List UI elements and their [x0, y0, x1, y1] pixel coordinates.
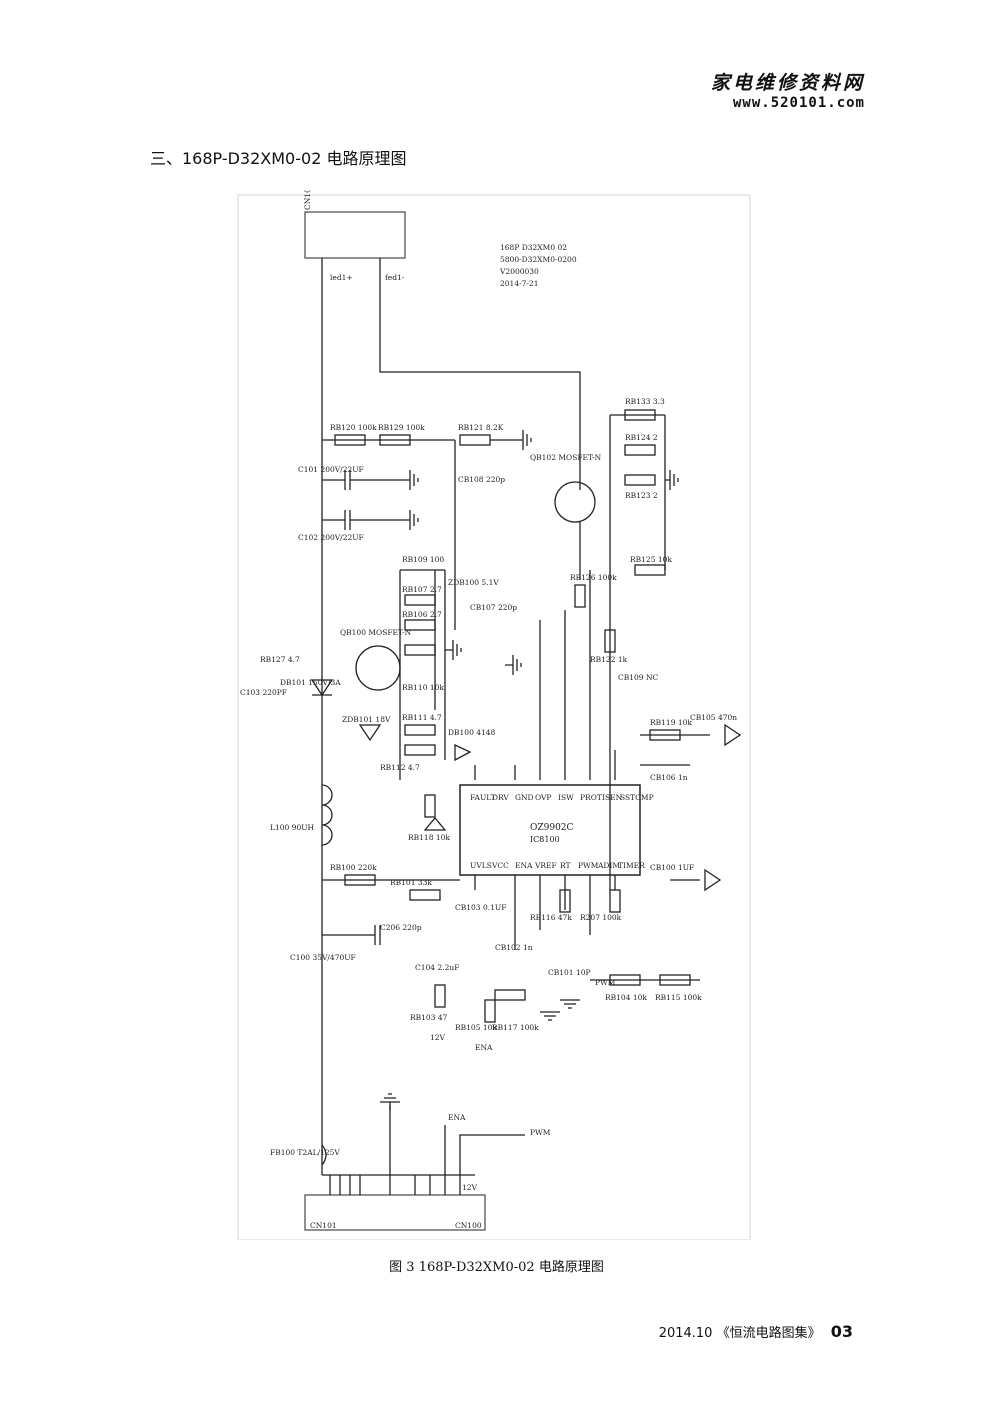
label-pwm-input: PWM: [595, 978, 616, 987]
ic-pin-vcc: VCC: [491, 861, 509, 870]
label-rb125: RB125 10k: [630, 555, 672, 564]
label-cb101: CB101 10P: [548, 968, 591, 977]
ic-part: OZ9902C: [530, 823, 574, 833]
label-rb133: RB133 3.3: [625, 397, 665, 406]
label-db100: DB100 4148: [448, 728, 496, 737]
board-info-2: 5800-D32XM0-0200: [500, 255, 577, 264]
ic-pin-fault: FAULT: [470, 793, 496, 802]
ic-pin-prot: PROT: [580, 793, 602, 802]
label-c102: C102 200V/22UF: [298, 533, 364, 542]
ic-pin-vref: VREF: [534, 861, 557, 870]
page-number: 03: [830, 1322, 853, 1341]
label-rb129: RB129 100k: [378, 423, 425, 432]
ic-pin-sstcmp: SSTCMP: [620, 793, 654, 802]
label-rb105: RB105 10k: [455, 1023, 497, 1032]
label-cb105: CB105 470n: [690, 713, 737, 722]
label-c206: C206 220p: [380, 923, 422, 932]
label-cb102: CB102 1n: [495, 943, 533, 952]
label-rb118: RB118 10k: [408, 833, 450, 842]
label-rb112: RB112 4.7: [380, 763, 420, 772]
label-rb121: RB121 8.2K: [458, 423, 504, 432]
label-rb123: RB123 2: [625, 491, 658, 500]
footer-title: 2014.10 《恒流电路图集》: [658, 1326, 821, 1341]
ic-pin-gnd: GND: [515, 793, 534, 802]
ic-ref: IC8100: [530, 835, 560, 844]
label-rb101: RB101 33k: [390, 878, 432, 887]
label-c103: C103 220PF: [240, 688, 287, 697]
label-rb109: RB109 100: [402, 555, 444, 564]
label-rb100: RB100 220k: [330, 863, 377, 872]
label-zdb100: ZDB100 5.1V: [448, 578, 499, 587]
label-rb119: RB119 10k: [650, 718, 692, 727]
label-12v-connector: 12V: [462, 1183, 478, 1192]
label-rb124: RB124 2: [625, 433, 658, 442]
ic-pin-pwm: PWM: [578, 861, 599, 870]
ic-pin-ena: ENA: [515, 861, 533, 870]
board-info-3: V2000030: [499, 267, 539, 276]
label-cb107: CB107 220p: [470, 603, 517, 612]
label-rb122: RB122 1k: [590, 655, 628, 664]
label-cb109: CB109 NC: [618, 673, 659, 682]
label-rb126: RB126 100k: [570, 573, 617, 582]
label-zdb101: ZDB101 18V: [342, 715, 391, 724]
label-rb120: RB120 100k: [330, 423, 377, 432]
label-rb111: RB111 4.7: [402, 713, 442, 722]
label-rb104: RB104 10k: [605, 993, 647, 1002]
label-c101: C101 200V/22UF: [298, 465, 364, 474]
label-db101: DB101 150V/3A: [280, 678, 341, 687]
label-ena-connector: ENA: [448, 1113, 466, 1122]
connector-cn102: CN102: [303, 190, 312, 210]
figure-caption: 图 3 168P-D32XM0-02 电路原理图: [389, 1260, 604, 1275]
label-l100: L100 90UH: [270, 823, 315, 832]
ic-pin-uvls: UVLS: [470, 861, 492, 870]
label-qb102: QB102 MOSFET-N: [530, 453, 602, 462]
board-info-4: 2014-7-21: [500, 279, 538, 288]
watermark-url: www.520101.com: [732, 95, 865, 111]
label-rb116: RB116 47k: [530, 913, 572, 922]
connector-cn101: CN101: [310, 1221, 337, 1230]
circuit-schematic: CN102 led1+ fed1- 168P D32XM0 02 5800-D3…: [237, 190, 751, 1240]
label-cb103: CB103 0.1UF: [455, 903, 506, 912]
label-qb100: QB100 MOSFET-N: [340, 628, 412, 637]
label-rb117: RB117 100k: [492, 1023, 539, 1032]
connector-cn100: CN100: [455, 1221, 482, 1230]
label-12v: 12V: [430, 1033, 446, 1042]
label-rb106: RB106 2.7: [402, 610, 442, 619]
label-led-plus: led1+: [330, 273, 353, 282]
label-cb106: CB106 1n: [650, 773, 688, 782]
label-rb110: RB110 10k: [402, 683, 444, 692]
ic-pin-isen: ISEN: [602, 793, 623, 802]
label-rb103: RB103 47: [410, 1013, 448, 1022]
board-info-1: 168P D32XM0 02: [500, 243, 567, 252]
watermark-name: 家电维修资料网: [710, 72, 865, 94]
ic-pin-timer: TIMER: [618, 861, 645, 870]
ic-pin-ovp: OVP: [535, 793, 551, 802]
label-rb115: RB115 100k: [655, 993, 702, 1002]
label-c104: C104 2.2uF: [415, 963, 459, 972]
label-r207: R207 100k: [580, 913, 622, 922]
label-rb107: RB107 2.7: [402, 585, 442, 594]
ic-pin-drv: DRV: [492, 793, 509, 802]
label-c100: C100 35V/470UF: [290, 953, 356, 962]
page-footer: 2014.10 《恒流电路图集》 03: [659, 1322, 853, 1341]
label-fuse: FB100 T2AL/125V: [270, 1148, 340, 1157]
site-watermark: 家电维修资料网 www.520101.com: [711, 72, 865, 112]
ic-pin-isw: ISW: [558, 793, 574, 802]
label-led-minus: fed1-: [385, 273, 405, 282]
ic-pin-adim: ADIM: [597, 861, 620, 870]
ic-pin-rt: RT: [560, 861, 571, 870]
label-cb108: CB108 220p: [458, 475, 505, 484]
label-rb127: RB127 4.7: [260, 655, 300, 664]
label-ena-input: ENA: [475, 1043, 493, 1052]
label-pwm-connector: PWM: [530, 1128, 551, 1137]
label-cb110: CB100 1UF: [650, 863, 694, 872]
section-title: 三、168P-D32XM0-02 电路原理图: [150, 149, 407, 168]
